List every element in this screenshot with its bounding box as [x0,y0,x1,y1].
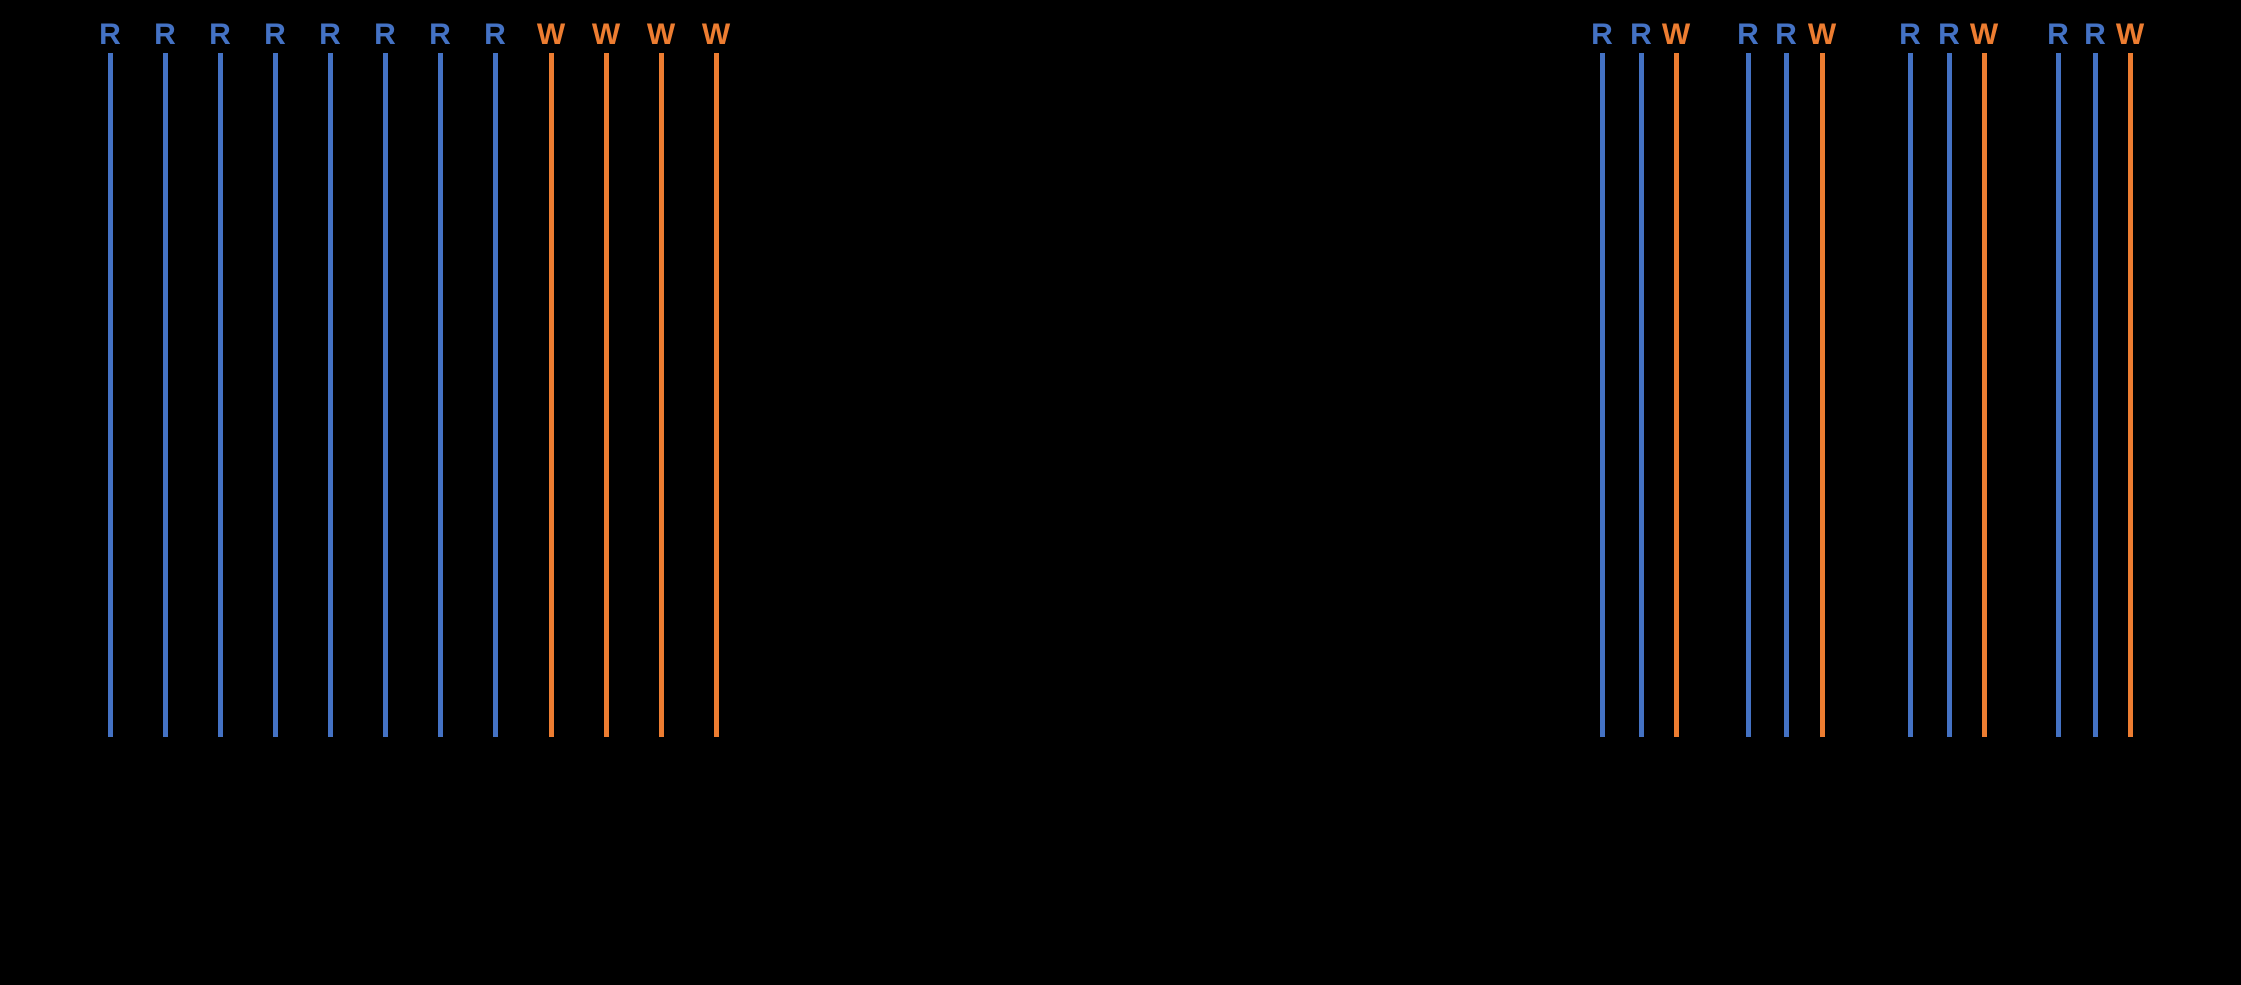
event-label-read: R [1938,18,1960,51]
event-label-read: R [1775,18,1797,51]
event-line-read [1908,53,1913,737]
event-line-read [328,53,333,737]
event-label-read: R [1737,18,1759,51]
event-line-read [163,53,168,737]
event-line-write [2128,53,2133,737]
event-label-read: R [264,18,286,51]
event-line-write [604,53,609,737]
event-label-read: R [1899,18,1921,51]
event-line-read [1639,53,1644,737]
event-label-read: R [2084,18,2106,51]
event-label-read: R [484,18,506,51]
event-label-read: R [209,18,231,51]
event-line-read [2056,53,2061,737]
event-label-write: W [2115,18,2145,51]
event-line-write [549,53,554,737]
event-label-read: R [99,18,121,51]
event-label-write: W [1661,18,1691,51]
event-label-read: R [374,18,396,51]
event-line-read [218,53,223,737]
event-label-write: W [1807,18,1837,51]
event-line-read [383,53,388,737]
event-label-read: R [1591,18,1613,51]
event-line-write [1982,53,1987,737]
event-line-read [108,53,113,737]
event-line-read [1746,53,1751,737]
event-line-read [1600,53,1605,737]
event-label-write: W [591,18,621,51]
event-line-read [2093,53,2098,737]
event-label-write: W [536,18,566,51]
event-label-read: R [154,18,176,51]
event-line-write [1820,53,1825,737]
event-label-read: R [2047,18,2069,51]
event-line-read [438,53,443,737]
event-line-write [659,53,664,737]
event-line-read [273,53,278,737]
event-label-write: W [701,18,731,51]
event-line-read [1947,53,1952,737]
event-label-read: R [1630,18,1652,51]
event-line-read [1784,53,1789,737]
event-line-write [714,53,719,737]
event-line-write [1674,53,1679,737]
event-label-write: W [646,18,676,51]
event-label-read: R [429,18,451,51]
event-label-write: W [1969,18,1999,51]
event-line-read [493,53,498,737]
event-label-read: R [319,18,341,51]
